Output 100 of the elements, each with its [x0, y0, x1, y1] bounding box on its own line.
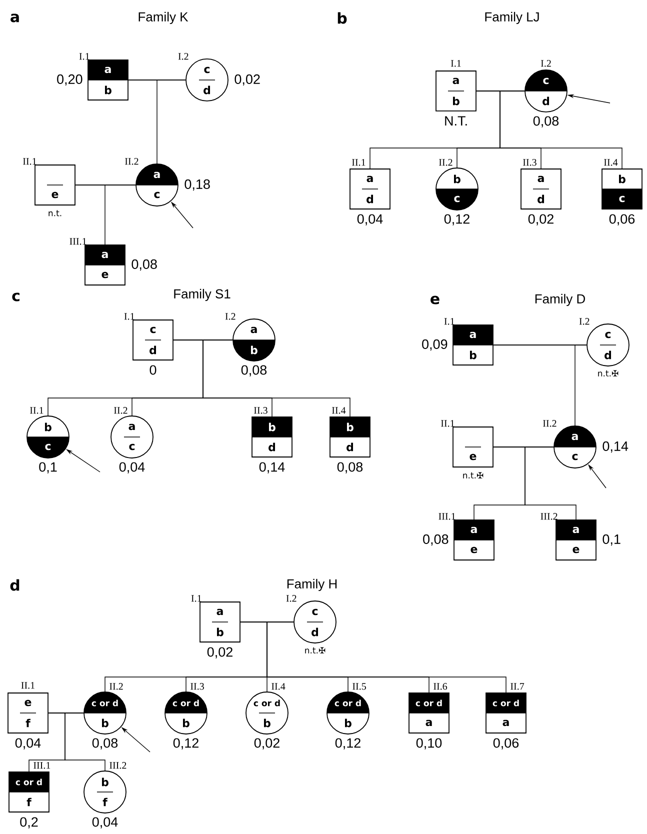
value-label: 0,08: [132, 259, 157, 271]
individual-label: II.3: [254, 407, 268, 414]
panel-title: Family S1: [174, 288, 230, 302]
individual-label: II.1: [30, 407, 44, 414]
value-label: 0: [150, 365, 156, 375]
individual-label: III.2: [110, 762, 126, 769]
value-label: 0,02: [528, 214, 554, 226]
value-label: 0,04: [119, 462, 145, 474]
value-label: 0,12: [335, 738, 360, 750]
pedigree-square: c or d f: [8, 772, 50, 812]
individual-label: II.2: [543, 420, 556, 427]
panel-title: Family D: [535, 294, 585, 306]
pedigree-square: e f: [8, 692, 48, 734]
value-label: 0,12: [444, 214, 470, 226]
panel-letter: e: [430, 296, 440, 304]
individual-label: II.4: [604, 159, 618, 166]
individual-label: II.1: [21, 682, 34, 689]
individual-label: II.2: [110, 683, 123, 690]
descent-line: [493, 344, 587, 426]
descent-line: [128, 80, 186, 164]
individual-label: II.4: [332, 407, 346, 414]
individual-label: II.2: [439, 159, 452, 166]
value-label: 0,08: [337, 462, 363, 474]
individual-label: I.2: [540, 60, 551, 67]
pedigree-square: a b: [200, 602, 240, 642]
value-label: 0,08: [533, 116, 559, 128]
pedigree-square: c d: [132, 320, 174, 360]
panel-letter: c: [12, 292, 20, 302]
individual-label: II.3: [190, 683, 204, 690]
value-label: N.T.: [445, 116, 467, 126]
pedigree-square: a e: [556, 520, 596, 560]
individual-label: I.1: [444, 318, 454, 325]
panel-title: Family K: [138, 12, 188, 24]
value-label: 0,02: [254, 738, 280, 750]
individual-label: II.3: [523, 159, 536, 166]
note-label: n.t.✠: [305, 647, 326, 654]
value-label: 0,02: [234, 74, 260, 86]
pedigree-square: c or d a: [408, 692, 450, 734]
value-label: 0,1: [602, 534, 620, 546]
individual-label: II.4: [272, 683, 286, 690]
value-label: 0,12: [173, 738, 198, 750]
pedigree-square: e: [34, 164, 76, 206]
individual-label: II.1: [352, 159, 366, 166]
individual-label: III.1: [438, 513, 456, 520]
note-label: n.t.✠: [463, 472, 484, 478]
pedigree-square: a e: [84, 244, 126, 286]
value-label: 0,04: [15, 738, 41, 750]
descent-line: [476, 90, 622, 169]
value-label: 0,08: [423, 534, 448, 546]
individual-label: III.1: [70, 238, 86, 245]
note-label: n.t.✠: [598, 370, 618, 376]
individual-label: I.2: [178, 53, 188, 60]
descent-line: [75, 184, 136, 245]
individual-label: II.2: [125, 158, 138, 165]
value-label: 0,08: [241, 365, 267, 376]
pedigree-square: e: [452, 426, 494, 468]
individual-label: II.5: [352, 683, 366, 690]
panel-letter: b: [338, 12, 347, 24]
pedigree-square: b c: [602, 168, 642, 210]
individual-label: II.2: [114, 407, 128, 414]
value-label: 0,14: [259, 462, 285, 474]
pedigree-square: c or d a: [486, 692, 526, 734]
value-label: 0,06: [609, 214, 635, 226]
pedigree-square: b d: [252, 416, 292, 458]
value-label: 0,04: [357, 214, 383, 226]
value-label: 0,02: [207, 647, 232, 658]
descent-line: [493, 446, 576, 520]
pedigree-square: a d: [520, 168, 562, 210]
value-label: 0,1: [39, 462, 57, 474]
individual-label: I.1: [191, 595, 202, 602]
value-label: 0,04: [92, 817, 118, 828]
pedigree-square: a d: [350, 168, 390, 210]
value-label: 0,10: [416, 738, 442, 750]
pedigree-square: a b: [452, 324, 494, 366]
value-label: 0,14: [602, 441, 628, 453]
individual-label: I.1: [450, 60, 461, 67]
individual-label: II.1: [441, 420, 454, 427]
value-label: 0,2: [20, 817, 38, 828]
value-label: 0,09: [422, 339, 448, 351]
individual-label: I.2: [579, 318, 590, 325]
pedigree-square: a b: [436, 70, 476, 112]
note-label: n.t.: [48, 210, 62, 216]
value-label: 0,08: [92, 738, 118, 750]
individual-label: I.2: [225, 313, 236, 320]
individual-label: III.1: [34, 762, 50, 769]
pedigree-square: b d: [330, 416, 370, 458]
panel-title: Family LJ: [485, 12, 539, 24]
individual-label: II.6: [434, 683, 448, 690]
value-label: 0,18: [184, 179, 210, 191]
value-label: 0,06: [493, 738, 519, 750]
pedigree-square: a b: [88, 60, 128, 100]
individual-label: III.2: [540, 513, 558, 520]
individual-label: II.1: [23, 158, 36, 165]
individual-label: I.2: [286, 595, 296, 602]
individual-label: I.1: [124, 313, 134, 320]
individual-label: II.7: [510, 683, 524, 690]
panel-letter: a: [10, 14, 19, 22]
individual-label: I.1: [79, 53, 90, 60]
descent-line: [48, 712, 106, 771]
pedigree-square: a e: [454, 520, 494, 560]
